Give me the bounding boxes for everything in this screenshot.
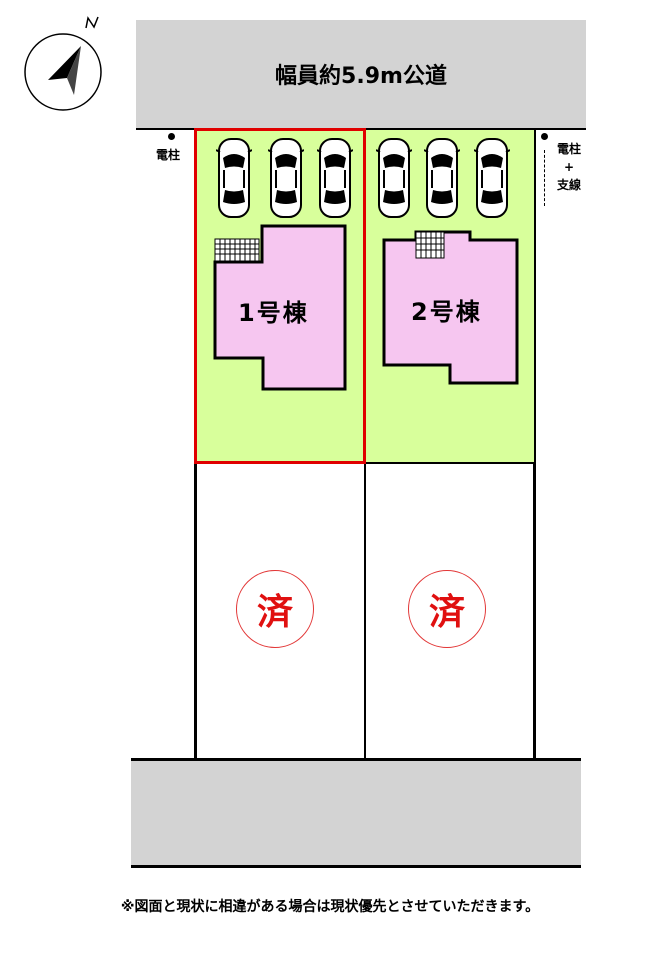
utility-pole-left-label: 電柱: [156, 148, 181, 162]
sold-mark-b: 済: [408, 570, 486, 648]
utility-pole-right-label: 電柱 + 支線: [553, 140, 585, 194]
pole-label-line1: 電柱: [556, 142, 581, 156]
house-2-footprint: [382, 230, 519, 385]
car-icon: [474, 138, 510, 218]
pole-label-line3: 支線: [556, 178, 581, 192]
balcony-grid-icon: [214, 238, 260, 262]
car-icon: [376, 138, 412, 218]
disclaimer-note: ※図面と現状に相違がある場合は現状優先とさせていただきます。: [120, 899, 540, 915]
car-icon: [424, 138, 460, 218]
road-width-label: 幅員約5.9m公道: [275, 64, 447, 89]
utility-pole-left-marker: [168, 133, 175, 140]
car-icon: [268, 138, 304, 218]
balcony-grid-icon: [415, 231, 445, 259]
sold-mark-a: 済: [236, 570, 314, 648]
car-icon: [317, 138, 353, 218]
utility-pole-right-marker: [541, 133, 548, 140]
north-compass-icon: [24, 16, 102, 111]
guy-wire-line: [544, 150, 545, 206]
house-1-label: 1号棟: [238, 299, 309, 327]
road-bottom: [131, 758, 581, 868]
public-road-top: [136, 20, 586, 130]
house-2-label: 2号棟: [411, 298, 482, 326]
car-icon: [216, 138, 252, 218]
pole-label-line2: +: [563, 160, 575, 174]
house-1-footprint: [213, 224, 347, 391]
